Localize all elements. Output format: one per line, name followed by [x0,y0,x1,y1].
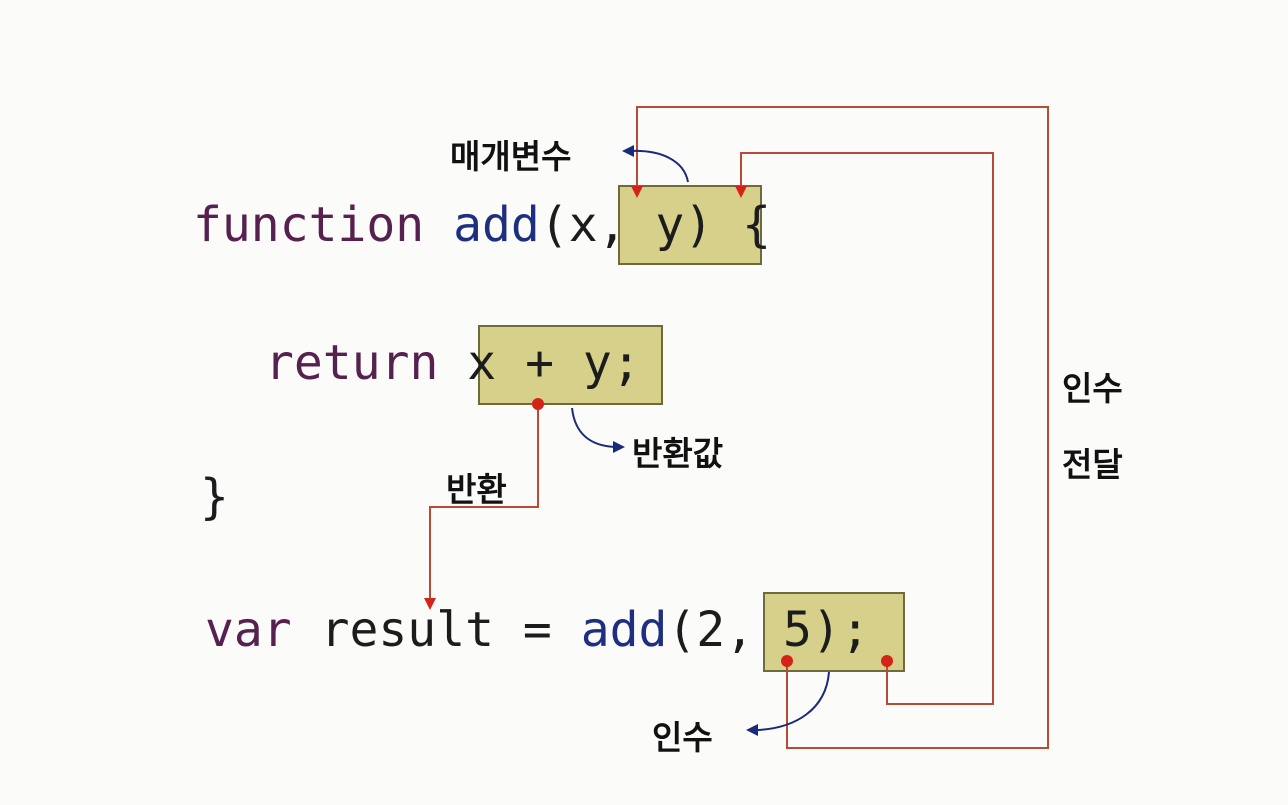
code-line-return: return x + y; [265,333,641,393]
return-value-label: 반환값 [632,434,724,473]
arg-5-to-param-y-line [740,152,994,705]
arguments: 2, 5 [696,602,812,658]
call-close-paren: ); [811,602,870,658]
variable-declaration: result = [291,602,581,658]
parameter-box [618,185,762,265]
argument-pass-label-line2: 전달 [1062,445,1123,484]
parameter-pointer-curve [631,149,689,183]
argument-pointer-curve [757,671,830,731]
semicolon: ; [611,335,641,391]
parameters: x, y [568,197,685,253]
return-expression: x + y [467,335,612,391]
return-value-box [478,325,663,405]
return-flow-arrowhead [424,598,436,610]
open-paren: ( [539,197,569,253]
arg-5-dot [881,655,893,667]
return-keyword: return [265,335,439,391]
code-line-closing-brace: } [200,467,229,527]
arg-2-to-param-x-arrowhead [631,186,643,198]
code-line-function-call: var result = add(2, 5); [205,600,870,660]
argument-pass-label-line1: 인수 [1062,369,1123,408]
close-paren-brace: ) { [684,197,771,253]
return-value-pointer-arrowhead [613,441,625,453]
var-keyword: var [205,602,292,658]
argument-box [763,592,905,672]
call-open-paren: ( [667,602,697,658]
parameter-label: 매개변수 [450,137,572,176]
parameter-pointer-arrowhead [622,145,634,157]
return-label: 반환 [446,470,507,509]
arg-2-to-param-x-line [636,106,1049,749]
closing-brace: } [200,469,229,525]
code-line-function-declaration: function add(x, y) { [193,195,771,255]
argument-label: 인수 [652,718,713,757]
function-keyword: function [193,197,425,253]
return-value-pointer-curve [571,407,616,448]
call-function-name: add [580,602,668,658]
arg-5-to-param-y-arrowhead [735,186,747,198]
arg-2-dot [781,655,793,667]
argument-pointer-arrowhead [746,724,758,736]
function-name: add [453,197,540,253]
return-flow-line [429,404,539,600]
return-dot [532,398,544,410]
